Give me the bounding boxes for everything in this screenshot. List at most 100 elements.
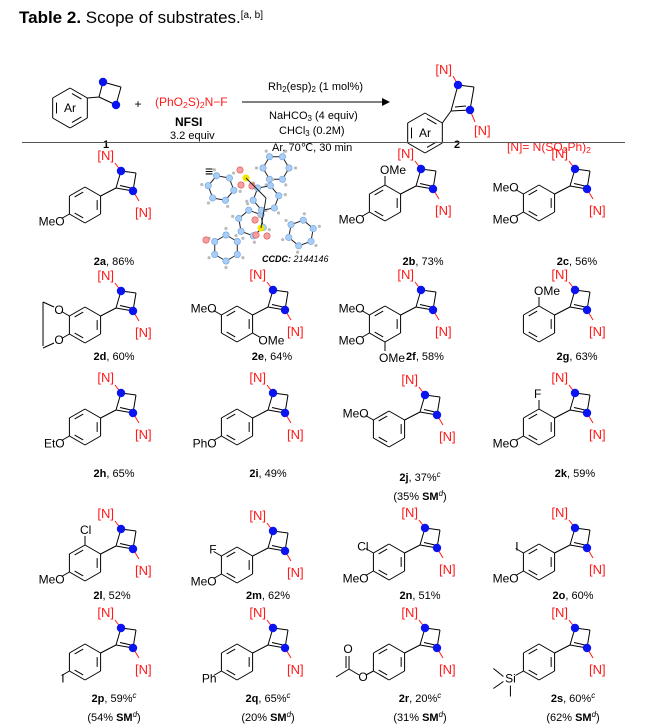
text-segment: CHCl — [279, 125, 306, 137]
substituent-label: Ph — [202, 672, 217, 686]
sm-label: SM — [575, 711, 592, 724]
bond — [61, 311, 70, 317]
compound-id: 2g — [556, 351, 570, 363]
sm-label: SM — [422, 490, 439, 503]
compound-yield: , 63% — [569, 351, 598, 363]
ring-bond — [69, 213, 86, 224]
n-group-label: [N] — [97, 370, 114, 385]
aromatic-bond — [74, 413, 84, 420]
aromatic-bond — [378, 569, 388, 576]
substituent-label: MeO — [191, 302, 217, 316]
hydrogen-atom — [314, 243, 318, 248]
aromatic-bond — [74, 311, 84, 318]
n-group-label: [N] — [401, 605, 418, 620]
ring-bond — [384, 305, 401, 316]
compound-yield: , 62% — [261, 590, 291, 602]
aromatic-bond — [374, 331, 384, 338]
structure-2i: [N][N]PhO — [193, 370, 304, 451]
ring-bond — [84, 213, 101, 224]
ring-bond — [523, 435, 540, 446]
substituent-label: MeO — [339, 334, 365, 348]
condition-solvent: CHCl3 (0.2M) — [279, 125, 345, 138]
text-segment: Ph) — [567, 140, 587, 154]
carbon-atom — [233, 238, 241, 246]
text-segment: (0.2M) — [309, 125, 345, 137]
plus-sign: + — [134, 97, 141, 111]
hydrogen-atom — [283, 193, 287, 197]
substituent-label: OMe — [380, 163, 406, 177]
hydrogen-atom — [267, 228, 271, 232]
footnote-mark: d — [132, 709, 137, 719]
bond — [61, 333, 70, 339]
compound-id: 2m — [245, 590, 262, 602]
bond — [61, 670, 70, 676]
marker-dot — [432, 543, 442, 553]
carbon-atom — [230, 186, 238, 194]
ring-bond — [523, 543, 540, 554]
aromatic-bond — [528, 413, 538, 420]
ring-bond — [407, 112, 426, 124]
bond — [61, 213, 70, 219]
footnote-mark: c — [132, 691, 137, 700]
aromatic-bond — [528, 434, 538, 441]
carbon-atom — [245, 206, 253, 214]
text-segment: [N]= N(SO — [507, 140, 563, 154]
marker-dot — [111, 100, 121, 110]
arrow-head — [382, 98, 390, 106]
ring-bond — [538, 408, 555, 419]
marker-dot — [570, 164, 580, 174]
ring-bond — [236, 546, 253, 557]
aromatic-bond — [528, 648, 538, 655]
aryl-bond — [554, 644, 571, 654]
carbon-atom — [222, 231, 230, 239]
n-group-label: [N] — [249, 508, 266, 523]
hydrogen-atom — [264, 149, 268, 153]
hydrogen-atom — [224, 226, 228, 231]
marker-dot — [570, 388, 580, 398]
n-group-label: [N] — [439, 562, 456, 577]
carbon-atom — [309, 225, 317, 233]
hydrogen-atom — [246, 202, 250, 206]
aromatic-bond — [74, 669, 84, 676]
nfsi-name: NFSI — [175, 115, 203, 129]
text-segment: (PhO — [155, 95, 184, 109]
double-bond-inner — [573, 183, 586, 187]
ring-bond — [538, 543, 555, 554]
compound-yield: , 56% — [569, 256, 598, 268]
ring-bond — [69, 186, 86, 197]
structure-2q: [N][N]Ph — [202, 605, 304, 686]
bond — [361, 332, 370, 338]
hydrogen-atom — [254, 166, 259, 170]
oxygen-atom — [237, 181, 245, 189]
ring-bond — [538, 184, 555, 195]
carbon-atom — [285, 164, 293, 172]
footnote-mark: d — [438, 709, 443, 719]
hydrogen-atom — [281, 238, 285, 242]
substituent-label: MeO — [493, 213, 519, 227]
compound-yield: , 52% — [102, 590, 131, 602]
ring-bond — [369, 332, 386, 343]
compound-yield: , 58% — [415, 351, 444, 363]
double-bond-inner — [423, 642, 436, 646]
structure-2j: [N][N]MeO — [343, 372, 456, 448]
table-number: Table 2. — [19, 8, 82, 27]
aryl-bond — [252, 547, 269, 557]
ring-bond — [373, 410, 390, 421]
bond — [515, 670, 524, 676]
aromatic-bond — [528, 548, 538, 555]
bond — [61, 571, 70, 577]
ring-bond — [538, 332, 555, 343]
sm-label: SM — [422, 711, 439, 724]
bond — [365, 415, 374, 421]
silicon-label: Si — [505, 672, 516, 686]
ring-bond — [424, 112, 443, 124]
ring-bond — [69, 408, 86, 419]
substituent-label: MeO — [39, 215, 65, 229]
marker-dot — [280, 305, 290, 315]
compound-id: 2n — [399, 590, 413, 602]
n-group-label: [N] — [135, 662, 152, 677]
n-group-legend: [N]= N(SO2Ph)2 — [507, 140, 591, 155]
bond — [213, 670, 222, 676]
